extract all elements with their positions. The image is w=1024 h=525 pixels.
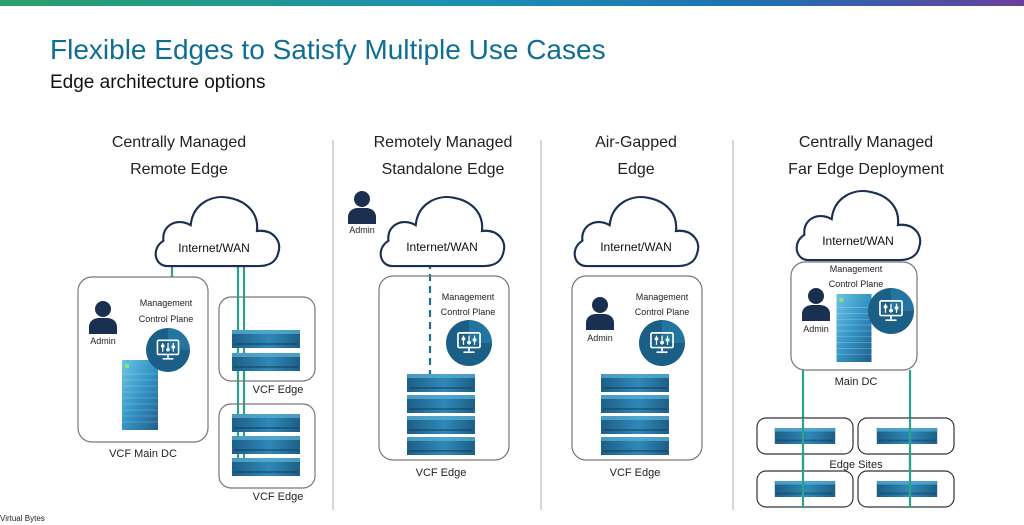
column-heading: Centrally Managed xyxy=(112,134,246,151)
cloud-label: Internet/WAN xyxy=(822,234,894,248)
edge-sites-label: Edge Sites xyxy=(829,459,883,471)
edge-box xyxy=(571,275,703,461)
cloud-icon xyxy=(154,195,281,268)
main-dc-label: VCF Main DC xyxy=(109,448,177,460)
cloud-label: Internet/WAN xyxy=(406,240,478,254)
cloud-icon xyxy=(379,195,506,268)
server-icon xyxy=(876,428,938,444)
server-icon xyxy=(774,428,836,444)
admin-label: Admin xyxy=(90,336,116,346)
cloud-label: Internet/WAN xyxy=(600,240,672,254)
slide-subtitle: Edge architecture options xyxy=(50,72,266,93)
control-plane-icon xyxy=(446,320,492,366)
control-plane-icon xyxy=(146,328,190,372)
edge-box xyxy=(378,275,510,461)
column-heading: Remotely Managed xyxy=(374,134,513,151)
server-icon xyxy=(601,437,669,455)
column-subheading: Far Edge Deployment xyxy=(788,161,944,178)
main-dc-box xyxy=(77,276,209,443)
server-icon xyxy=(232,458,300,476)
admin-label: Admin xyxy=(803,324,829,334)
column-heading: Centrally Managed xyxy=(799,134,933,151)
main-dc-label: Main DC xyxy=(835,376,878,388)
server-icon xyxy=(774,481,836,497)
column-centrally-managed-far-edge: Centrally Managed Far Edge Deployment In… xyxy=(756,134,955,508)
column-subheading: Standalone Edge xyxy=(382,161,505,178)
mgmt-label: Control Plane xyxy=(441,307,496,317)
mgmt-label: Control Plane xyxy=(635,307,690,317)
footer-credit: Virtual Bytes xyxy=(0,514,45,523)
server-icon xyxy=(407,437,475,455)
column-subheading: Remote Edge xyxy=(130,161,228,178)
server-icon xyxy=(876,481,938,497)
server-icon xyxy=(232,330,300,348)
mgmt-label: Management xyxy=(140,298,193,308)
control-plane-icon xyxy=(639,320,685,366)
edge-label: VCF Edge xyxy=(416,467,467,479)
server-icon xyxy=(601,374,669,392)
column-heading: Air-Gapped xyxy=(595,134,677,151)
server-icon xyxy=(232,436,300,454)
mgmt-label: Management xyxy=(442,292,495,302)
slide-title: Flexible Edges to Satisfy Multiple Use C… xyxy=(50,34,606,65)
mgmt-label: Control Plane xyxy=(829,279,884,289)
label-backdrop xyxy=(818,458,894,470)
edge-label: VCF Edge xyxy=(610,467,661,479)
cloud-label: Internet/WAN xyxy=(178,241,250,255)
server-icon xyxy=(601,416,669,434)
admin-label: Admin xyxy=(587,333,613,343)
server-icon xyxy=(232,414,300,432)
server-tower-icon xyxy=(122,360,158,430)
server-icon xyxy=(601,395,669,413)
server-icon xyxy=(407,374,475,392)
mgmt-label: Control Plane xyxy=(139,314,194,324)
column-air-gapped-edge: Air-Gapped Edge Internet/WAN Admin Manag… xyxy=(571,134,703,479)
edge-box xyxy=(218,403,316,489)
edge-box xyxy=(218,296,316,382)
column-subheading: Edge xyxy=(617,161,654,178)
server-icon xyxy=(407,416,475,434)
edge-label: VCF Edge xyxy=(253,384,304,396)
cloud-icon xyxy=(795,189,922,262)
server-icon xyxy=(232,353,300,371)
admin-icon xyxy=(586,297,614,330)
mgmt-label: Management xyxy=(830,264,883,274)
admin-label: Admin xyxy=(349,225,375,235)
column-centrally-managed-remote-edge: Centrally Managed Remote Edge Internet/W… xyxy=(77,134,316,503)
admin-icon xyxy=(89,301,117,334)
cloud-icon xyxy=(573,195,700,268)
top-accent-bar xyxy=(0,0,1024,6)
server-icon xyxy=(407,395,475,413)
control-plane-icon xyxy=(868,288,914,334)
mgmt-label: Management xyxy=(636,292,689,302)
server-tower-icon xyxy=(836,294,872,362)
edge-label: VCF Edge xyxy=(253,491,304,503)
admin-icon xyxy=(348,191,376,224)
column-remotely-managed-standalone-edge: Remotely Managed Standalone Edge Admin I… xyxy=(348,134,512,479)
